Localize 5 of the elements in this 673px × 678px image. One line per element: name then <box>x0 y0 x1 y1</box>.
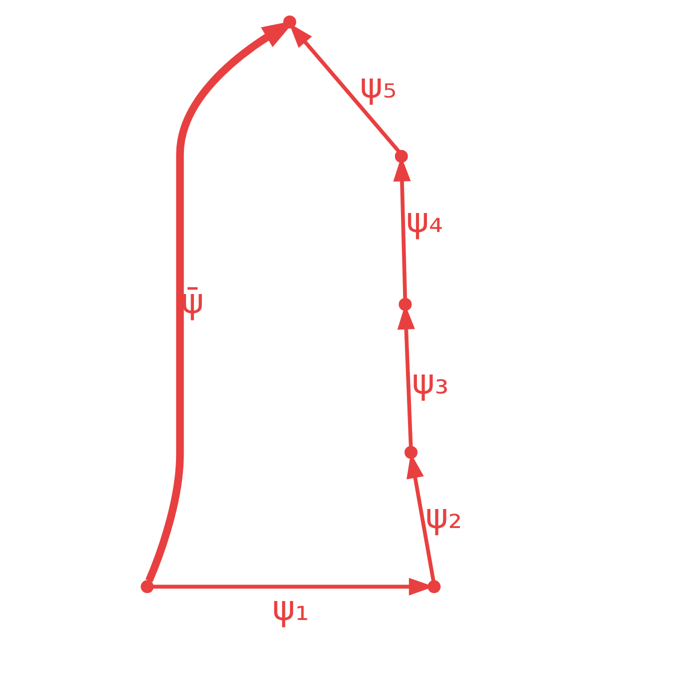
edge-label: ψ₅ <box>359 66 396 107</box>
edge-label: ψ₂ <box>424 496 462 537</box>
edge-label: ψ₃ <box>411 362 448 403</box>
edge-label: ψ₁ <box>272 589 309 630</box>
edge-label: ψ₄ <box>406 200 442 241</box>
